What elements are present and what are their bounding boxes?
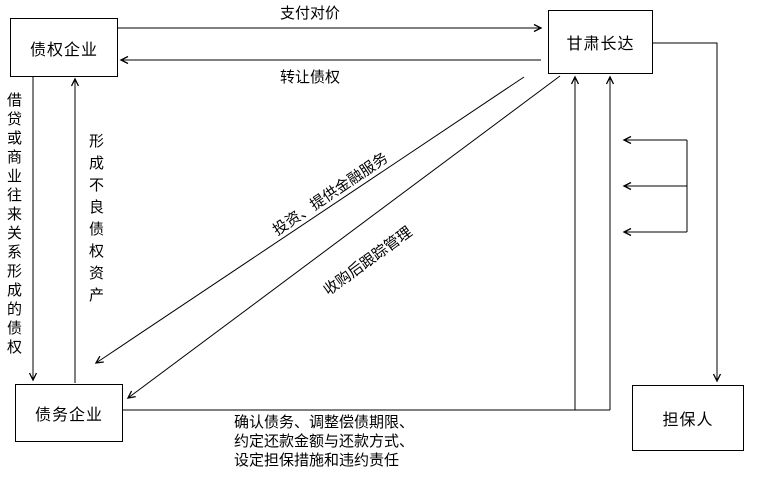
invest-arrow	[94, 76, 525, 364]
transfer-edge-label: 转让债权	[279, 68, 340, 86]
tracking-arrow	[126, 75, 561, 399]
node-debtor-label: 债务企业	[34, 405, 103, 424]
pay-edge-label: 支付对价	[279, 4, 340, 22]
npl-formation-edge-label: 形成不良债权资产	[87, 133, 105, 309]
node-changda-label: 甘肃长达	[566, 34, 635, 53]
loan-relation-edge-label: 借贷或商业往来关系形成的债权	[5, 92, 23, 358]
node-guarantor-label: 担保人	[662, 410, 714, 429]
node-creditor: 债权企业	[10, 18, 118, 77]
node-creditor-label: 债权企业	[29, 39, 98, 59]
agreement-edge-label: 确认债务、调整偿债期限、 约定还款金额与还款方式、 设定担保措施和违约责任	[234, 413, 415, 469]
node-debtor: 债务企业	[15, 384, 123, 442]
node-guarantor: 担保人	[632, 385, 744, 451]
changda-to-guarantor-arrow	[651, 42, 722, 383]
node-changda: 甘肃长达	[548, 10, 653, 74]
